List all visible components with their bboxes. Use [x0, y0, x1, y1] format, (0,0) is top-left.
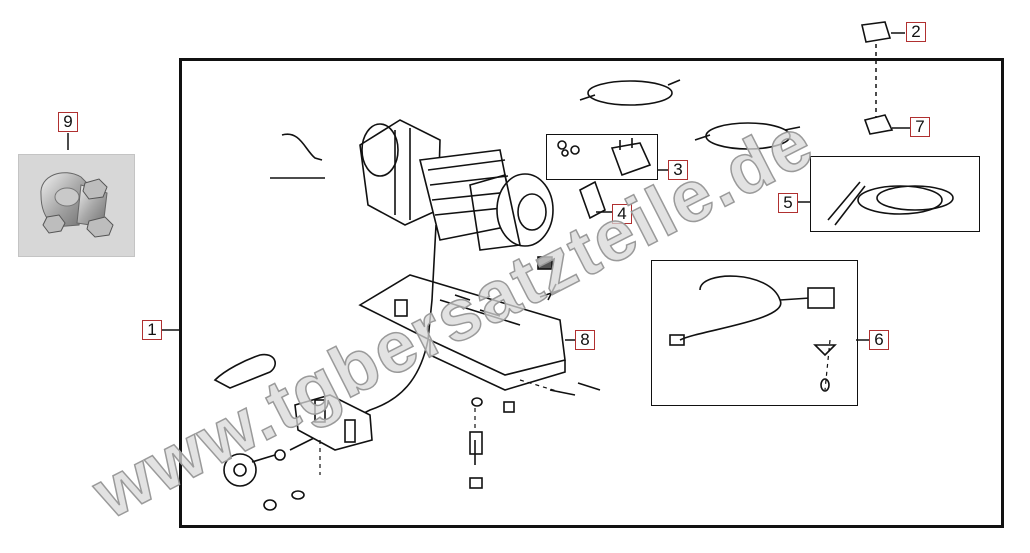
rocker-switch [861, 21, 892, 43]
box-contactor [546, 134, 658, 180]
winch-drum [419, 149, 516, 241]
switch-bracket [863, 114, 894, 135]
remote-cable [827, 181, 954, 226]
callout-8: 8 [575, 330, 595, 350]
winch-hook [223, 449, 286, 487]
callout-1: 1 [142, 320, 162, 340]
callout-5: 5 [778, 193, 798, 213]
box-remote-cable [810, 156, 980, 232]
wire-rope-clip-icon [40, 172, 114, 238]
cable-loop-1 [587, 80, 673, 106]
hook-handle [281, 133, 323, 161]
handlebar-switch-harness [669, 275, 837, 392]
cover-plate [579, 180, 606, 220]
callout-9: 9 [58, 112, 78, 132]
winch-rope [289, 224, 437, 451]
main-assembly-frame [179, 58, 1004, 528]
box-handlebar-switch [651, 260, 858, 406]
contactor-assembly [557, 138, 652, 177]
roller-fairlead [294, 394, 373, 451]
mounting-plate [358, 274, 566, 391]
callout-3: 3 [668, 160, 688, 180]
callout-7: 7 [910, 117, 930, 137]
wire-rope-clip-photo [18, 154, 135, 257]
hook-strap [213, 353, 276, 389]
callout-6: 6 [869, 330, 889, 350]
callout-2: 2 [906, 22, 926, 42]
callout-4: 4 [612, 204, 632, 224]
gearbox [469, 173, 554, 251]
bolts [263, 256, 601, 511]
